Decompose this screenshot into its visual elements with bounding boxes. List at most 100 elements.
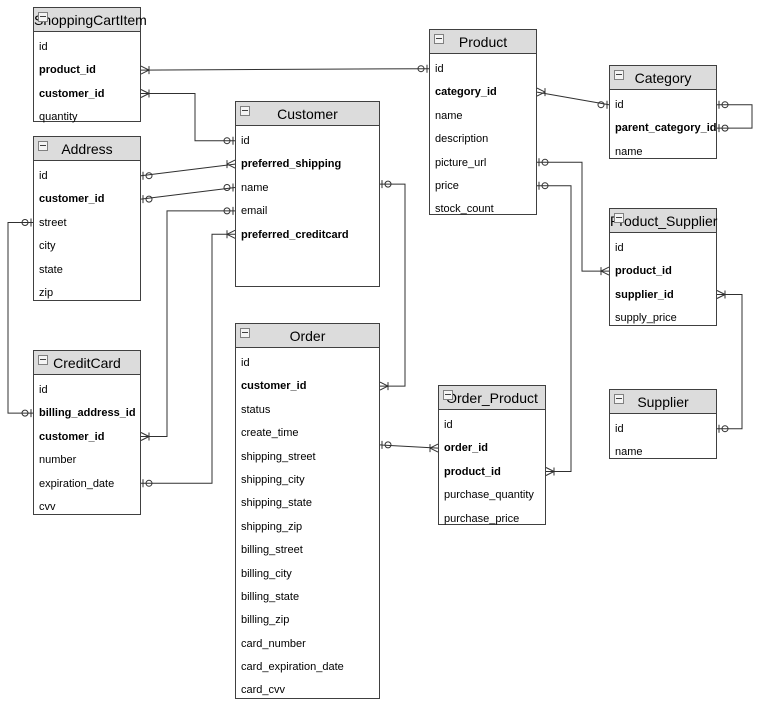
- table-header[interactable]: CreditCard: [34, 351, 140, 375]
- field-row[interactable]: id: [39, 41, 48, 53]
- link-orderproduct-product[interactable]: [537, 181, 572, 476]
- field-row[interactable]: description: [435, 133, 489, 146]
- link-supplier-product[interactable]: [537, 158, 610, 276]
- table-creditcard[interactable]: CreditCard id billing_address_id customer_i…: [33, 350, 141, 515]
- field-row[interactable]: customer_id: [241, 380, 307, 393]
- link-customer-card[interactable]: [141, 229, 236, 488]
- field-row[interactable]: billing_address_id: [39, 407, 136, 420]
- table-header[interactable]: Category: [610, 66, 716, 90]
- field-row[interactable]: parent_category_id: [615, 122, 717, 135]
- field-row[interactable]: id: [444, 419, 453, 431]
- field-row[interactable]: picture_url: [435, 156, 487, 169]
- field-row[interactable]: shipping_state: [241, 497, 312, 510]
- link-cart-product[interactable]: [140, 64, 430, 75]
- field-row[interactable]: stock_count: [435, 203, 494, 216]
- field-row[interactable]: id: [39, 170, 48, 182]
- table-header[interactable]: ShoppingCartItem: [34, 8, 147, 32]
- field-row[interactable]: name: [435, 109, 463, 122]
- field-row[interactable]: shipping_city: [241, 473, 305, 486]
- table-header[interactable]: Product_Supplier: [610, 209, 717, 233]
- link-order-customer[interactable]: [379, 180, 406, 391]
- field-row[interactable]: status: [241, 403, 271, 416]
- field-row[interactable]: id: [435, 63, 444, 75]
- field-row[interactable]: shipping_street: [241, 450, 316, 463]
- table-supplier[interactable]: Supplier id name: [609, 389, 717, 459]
- link-address-customer[interactable]: [140, 183, 236, 204]
- field-row[interactable]: supplier_id: [615, 288, 674, 301]
- field-row[interactable]: shipping_zip: [241, 520, 303, 533]
- collapse-icon[interactable]: [614, 213, 624, 223]
- field-row[interactable]: product_id: [444, 465, 501, 478]
- link-cart-customer[interactable]: [140, 89, 235, 145]
- field-row[interactable]: create_time: [241, 427, 299, 440]
- field-row[interactable]: preferred_shipping: [241, 158, 342, 171]
- link-product-category[interactable]: [536, 87, 610, 109]
- link-orderproduct-order[interactable]: [379, 440, 439, 453]
- field-row[interactable]: id: [241, 135, 250, 147]
- field-row[interactable]: price: [435, 179, 459, 192]
- field-row[interactable]: category_id: [435, 86, 497, 99]
- field-row[interactable]: state: [39, 263, 63, 276]
- field-row[interactable]: billing_state: [241, 590, 300, 603]
- table-header[interactable]: Customer: [236, 102, 379, 126]
- field-row[interactable]: product_id: [39, 64, 96, 77]
- collapse-icon[interactable]: [38, 141, 48, 151]
- field-row[interactable]: card_cvv: [241, 684, 286, 697]
- field-row[interactable]: quantity: [39, 111, 78, 124]
- table-header[interactable]: Supplier: [610, 390, 716, 414]
- collapse-icon[interactable]: [240, 106, 250, 116]
- collapse-icon[interactable]: [614, 70, 624, 80]
- table-header[interactable]: Address: [34, 137, 140, 161]
- field-row[interactable]: supply_price: [615, 312, 677, 325]
- field-row[interactable]: name: [241, 181, 269, 194]
- field-row[interactable]: product_id: [615, 265, 672, 278]
- collapse-icon[interactable]: [38, 355, 48, 365]
- field-row[interactable]: billing_zip: [241, 614, 290, 627]
- collapse-icon[interactable]: [434, 34, 444, 44]
- link-category-parent[interactable]: [717, 100, 753, 133]
- field-row[interactable]: id: [241, 357, 250, 369]
- collapse-icon[interactable]: [443, 390, 453, 400]
- field-row[interactable]: expiration_date: [39, 477, 115, 490]
- field-row[interactable]: name: [615, 446, 643, 459]
- field-row[interactable]: purchase_price: [444, 512, 520, 525]
- table-header[interactable]: Order: [236, 324, 379, 348]
- field-row[interactable]: id: [615, 99, 624, 111]
- field-row[interactable]: purchase_quantity: [444, 489, 534, 502]
- field-row[interactable]: name: [615, 145, 643, 158]
- field-row[interactable]: order_id: [444, 442, 489, 455]
- field-row[interactable]: billing_street: [241, 544, 303, 557]
- collapse-icon[interactable]: [38, 12, 48, 22]
- field-row[interactable]: id: [615, 423, 624, 435]
- field-row[interactable]: customer_id: [39, 193, 105, 206]
- table-header[interactable]: Order_Product: [439, 386, 545, 410]
- field-row[interactable]: billing_city: [241, 567, 292, 580]
- field-row[interactable]: zip: [39, 286, 54, 299]
- field-row[interactable]: cvv: [39, 500, 56, 513]
- table-header[interactable]: Product: [430, 30, 536, 54]
- field-row[interactable]: customer_id: [39, 87, 105, 100]
- field-row[interactable]: customer_id: [39, 430, 105, 443]
- collapse-icon[interactable]: [614, 394, 624, 404]
- collapse-icon[interactable]: [240, 328, 250, 338]
- link-customer-address[interactable]: [140, 159, 236, 180]
- field-row[interactable]: street: [39, 216, 67, 229]
- field-row[interactable]: id: [39, 384, 48, 396]
- field-row[interactable]: card_expiration_date: [241, 661, 344, 674]
- field-row[interactable]: email: [241, 205, 268, 218]
- field-row[interactable]: id: [615, 242, 624, 254]
- link-card-customer[interactable]: [140, 206, 235, 441]
- field-row[interactable]: city: [39, 240, 56, 253]
- field-row[interactable]: number: [39, 454, 77, 467]
- field-row[interactable]: preferred_creditcard: [241, 228, 349, 241]
- field-row[interactable]: card_number: [241, 637, 306, 650]
- link-card-address[interactable]: [7, 218, 33, 418]
